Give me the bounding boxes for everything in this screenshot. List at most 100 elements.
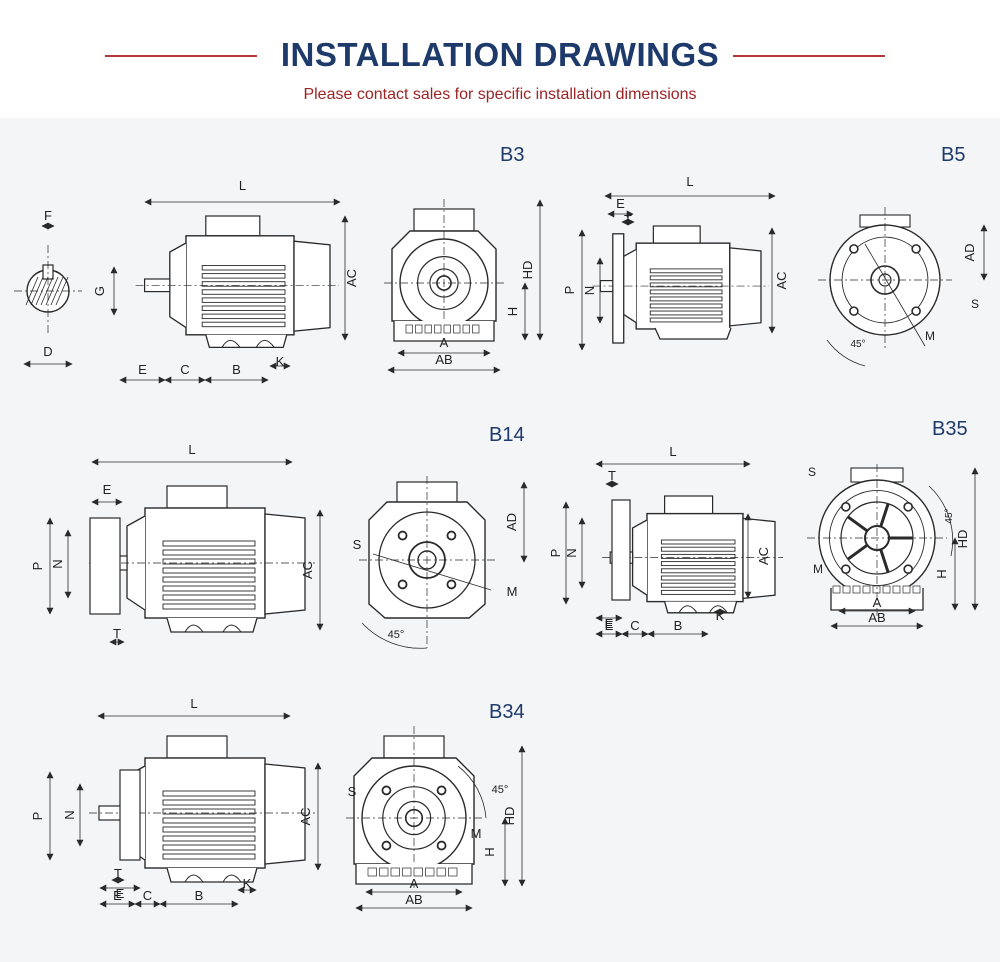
drawing-path bbox=[980, 273, 988, 281]
drawing-outline bbox=[162, 576, 256, 583]
drawing-path bbox=[729, 247, 762, 327]
drawing-path bbox=[562, 597, 570, 605]
dimension-label-c: C bbox=[630, 618, 639, 633]
drawing-path bbox=[65, 360, 73, 368]
dimension-label-e: E bbox=[138, 362, 147, 377]
drawing-line bbox=[846, 515, 869, 533]
drawing-outline bbox=[201, 313, 286, 320]
drawing-outline bbox=[89, 517, 121, 615]
drawing-path bbox=[951, 537, 959, 545]
dimension-label-a: A bbox=[410, 876, 419, 891]
drawing-path bbox=[264, 763, 306, 865]
drawing-outline bbox=[162, 844, 256, 851]
drawing-outline bbox=[649, 310, 723, 316]
dimension-label-d: D bbox=[43, 344, 52, 359]
drawing-outline bbox=[912, 585, 921, 594]
drawing-outline bbox=[462, 324, 470, 334]
drawing-circle bbox=[446, 579, 457, 590]
drawing-outline bbox=[201, 321, 286, 328]
drawing-path bbox=[283, 712, 291, 720]
drawing-path bbox=[249, 886, 257, 894]
drawing-path bbox=[99, 900, 107, 908]
drawing-path bbox=[768, 192, 776, 200]
dimension-label-c: C bbox=[180, 362, 189, 377]
drawing-circle bbox=[903, 502, 913, 512]
drawing-path bbox=[341, 215, 349, 223]
drawing-path bbox=[91, 498, 99, 506]
drawing-outline bbox=[436, 867, 446, 877]
drawing-outline bbox=[660, 553, 736, 559]
drawing-circle bbox=[911, 244, 921, 254]
dimension-label-t: T bbox=[608, 468, 616, 483]
drawing-outline bbox=[842, 585, 851, 594]
drawing-path bbox=[397, 349, 405, 357]
drawing-path bbox=[719, 608, 727, 616]
drawing-path bbox=[133, 884, 141, 892]
drawing-path bbox=[654, 327, 732, 340]
drawing-path bbox=[615, 614, 623, 622]
dimension-label-s: S bbox=[971, 297, 979, 311]
dimension-label-t: T bbox=[114, 866, 122, 881]
drawing-outline bbox=[119, 769, 141, 861]
drawing-circle bbox=[446, 530, 457, 541]
label-b14: B14 bbox=[489, 424, 525, 446]
dimension-label-l: L bbox=[188, 442, 195, 457]
drawing-outline bbox=[162, 558, 256, 565]
drawing-path bbox=[595, 460, 603, 468]
drawing-path bbox=[578, 581, 586, 589]
drawing-path bbox=[46, 771, 54, 779]
drawing-path bbox=[47, 222, 55, 230]
drawing-outline bbox=[434, 324, 442, 334]
drawing-outline bbox=[660, 589, 736, 595]
drawing-path bbox=[493, 366, 501, 374]
dimension-label-m: M bbox=[925, 329, 935, 343]
drawing-outline bbox=[649, 282, 723, 288]
drawing-path bbox=[269, 362, 277, 370]
drawing-line bbox=[879, 503, 890, 528]
drawing-path bbox=[221, 339, 275, 348]
drawing-circle bbox=[381, 785, 392, 796]
drawing-circle bbox=[381, 840, 392, 851]
drawing-path bbox=[483, 349, 491, 357]
dimension-label-k: K bbox=[276, 354, 285, 369]
drawing-path bbox=[615, 630, 623, 638]
dimension-label-e: E bbox=[616, 196, 625, 211]
drawing-path bbox=[110, 308, 118, 316]
drawing-path bbox=[316, 623, 324, 631]
drawing-path bbox=[501, 817, 509, 825]
title-rule-right bbox=[733, 55, 885, 57]
dimension-label-m: M bbox=[507, 584, 518, 599]
drawing-outline bbox=[872, 585, 881, 594]
drawing-path bbox=[578, 517, 586, 525]
dimension-label-n: N bbox=[564, 548, 579, 557]
drawing-path bbox=[928, 485, 954, 557]
drawing-outline bbox=[448, 867, 458, 877]
drawing-path bbox=[119, 376, 127, 384]
dimension-label-h: H bbox=[934, 569, 949, 578]
drawing-outline bbox=[612, 233, 625, 344]
drawing-outline bbox=[660, 568, 736, 574]
dimension-label-s: S bbox=[348, 784, 357, 799]
drawing-outline bbox=[832, 585, 841, 594]
drawing-path bbox=[91, 458, 99, 466]
drawing-path bbox=[908, 607, 916, 615]
drawing-circle bbox=[436, 785, 447, 796]
drawing-outline bbox=[162, 817, 256, 824]
dimension-label-angle: 45° bbox=[388, 629, 405, 641]
drawing-outline bbox=[162, 826, 256, 833]
drawing-path bbox=[109, 638, 117, 646]
drawing-path bbox=[387, 366, 395, 374]
drawing-path bbox=[501, 879, 509, 887]
drawing-path bbox=[110, 266, 118, 274]
dimension-label-l: L bbox=[686, 174, 693, 189]
dimension-label-ad: AD bbox=[962, 243, 977, 261]
drawing-outline bbox=[649, 268, 723, 274]
drawing-path bbox=[264, 513, 306, 615]
drawing-path bbox=[355, 904, 363, 912]
drawing-outline bbox=[852, 585, 861, 594]
label-b5: B5 bbox=[941, 144, 966, 166]
drawing-path bbox=[184, 874, 242, 883]
dimension-label-ab: AB bbox=[868, 610, 885, 625]
